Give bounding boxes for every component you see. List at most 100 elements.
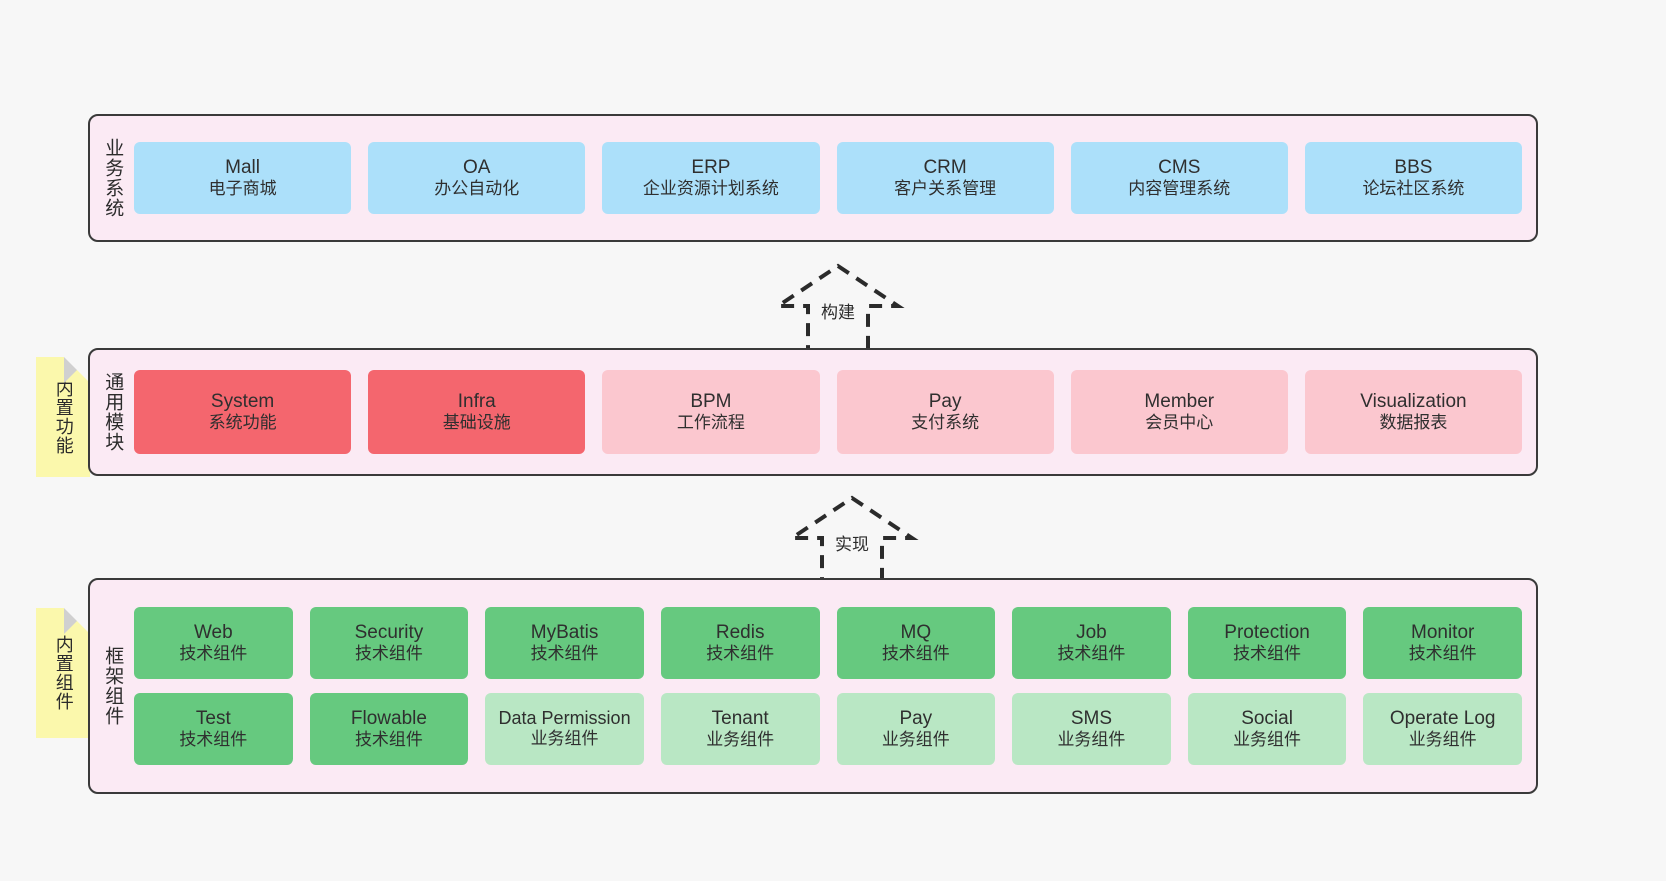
layer-title-common-module: 通用模块 [102, 372, 124, 452]
card-mall[interactable]: Mall 电子商城 [134, 142, 352, 214]
card-tenant[interactable]: Tenant 业务组件 [660, 693, 820, 765]
card-subtitle: 业务组件 [1057, 730, 1126, 750]
card-job[interactable]: Job 技术组件 [1012, 607, 1171, 679]
sticky-note-builtin-component: 内置组件 [36, 608, 90, 738]
layer-framework-component: 框架组件 Web 技术组件 Security 技术组件 MyBatis 技术组件… [88, 578, 1538, 794]
card-subtitle: 系统功能 [208, 413, 277, 433]
card-bbs[interactable]: BBS 论坛社区系统 [1304, 142, 1523, 214]
card-subtitle: 基础设施 [442, 413, 511, 433]
card-title: Flowable [350, 708, 427, 730]
card-monitor[interactable]: Monitor 技术组件 [1363, 607, 1522, 679]
card-title: Redis [715, 622, 765, 644]
card-subtitle: 企业资源计划系统 [642, 179, 779, 199]
card-pay-component[interactable]: Pay 业务组件 [836, 693, 996, 765]
card-oa[interactable]: OA 办公自动化 [368, 142, 586, 214]
card-title: Social [1241, 708, 1293, 730]
card-subtitle: 业务组件 [1233, 730, 1302, 750]
card-row: Mall 电子商城 OA 办公自动化 ERP 企业资源计划系统 CRM 客户关系… [134, 142, 1523, 214]
card-title: Infra [457, 391, 496, 413]
card-title: Data Permission [498, 708, 631, 729]
card-mybatis[interactable]: MyBatis 技术组件 [485, 607, 644, 679]
card-row: System 系统功能 Infra 基础设施 BPM 工作流程 Pay 支付系统… [134, 370, 1523, 454]
card-title: Protection [1224, 622, 1310, 644]
card-redis[interactable]: Redis 技术组件 [660, 607, 820, 679]
card-subtitle: 技术组件 [354, 644, 423, 664]
card-title: Tenant [711, 708, 769, 730]
card-visualization[interactable]: Visualization 数据报表 [1304, 370, 1523, 454]
card-row: Web 技术组件 Security 技术组件 MyBatis 技术组件 Redi… [134, 607, 1522, 679]
connector-implement: 实现 [762, 490, 942, 590]
card-mq[interactable]: MQ 技术组件 [836, 607, 996, 679]
card-subtitle: 业务组件 [530, 728, 599, 748]
card-title: MyBatis [530, 622, 599, 644]
card-subtitle: 技术组件 [354, 730, 423, 750]
card-subtitle: 业务组件 [881, 730, 950, 750]
layer-title-business-system: 业务系统 [102, 138, 124, 218]
sticky-note-label: 内置功能 [53, 379, 74, 455]
card-title: Job [1076, 622, 1107, 644]
card-title: Pay [928, 391, 962, 413]
card-subtitle: 内容管理系统 [1128, 179, 1231, 199]
card-bpm[interactable]: BPM 工作流程 [602, 370, 820, 454]
card-protection[interactable]: Protection 技术组件 [1187, 607, 1347, 679]
card-test[interactable]: Test 技术组件 [134, 693, 293, 765]
layer-body-framework-component: Web 技术组件 Security 技术组件 MyBatis 技术组件 Redi… [134, 580, 1536, 792]
connector-implement-label: 实现 [835, 535, 869, 554]
card-title: BBS [1394, 157, 1433, 179]
card-member[interactable]: Member 会员中心 [1070, 370, 1288, 454]
card-title: Pay [899, 708, 933, 730]
layer-title-framework-component: 框架组件 [102, 646, 124, 726]
sticky-note-builtin-function: 内置功能 [36, 357, 90, 477]
card-title: Mall [225, 157, 260, 179]
card-cms[interactable]: CMS 内容管理系统 [1070, 142, 1288, 214]
card-subtitle: 技术组件 [530, 644, 599, 664]
card-subtitle: 会员中心 [1145, 413, 1214, 433]
card-title: Visualization [1360, 391, 1467, 413]
card-row: Test 技术组件 Flowable 技术组件 Data Permission … [134, 693, 1522, 765]
card-title: CRM [923, 157, 967, 179]
card-social[interactable]: Social 业务组件 [1187, 693, 1347, 765]
connector-build-label: 构建 [821, 303, 855, 322]
card-title: Web [193, 622, 233, 644]
card-operate-log[interactable]: Operate Log 业务组件 [1363, 693, 1522, 765]
card-subtitle: 业务组件 [1408, 730, 1477, 750]
card-flowable[interactable]: Flowable 技术组件 [309, 693, 469, 765]
card-title: Monitor [1411, 622, 1475, 644]
card-sms[interactable]: SMS 业务组件 [1012, 693, 1171, 765]
card-subtitle: 支付系统 [911, 413, 980, 433]
card-erp[interactable]: ERP 企业资源计划系统 [602, 142, 820, 214]
card-subtitle: 数据报表 [1379, 413, 1448, 433]
card-title: Security [354, 622, 424, 644]
card-subtitle: 工作流程 [676, 413, 745, 433]
card-subtitle: 客户关系管理 [894, 179, 997, 199]
card-title: Test [195, 708, 231, 730]
card-system[interactable]: System 系统功能 [134, 370, 352, 454]
card-crm[interactable]: CRM 客户关系管理 [836, 142, 1054, 214]
card-subtitle: 电子商城 [208, 179, 277, 199]
layer-common-module: 通用模块 System 系统功能 Infra 基础设施 BPM 工作流程 Pay… [88, 348, 1538, 476]
connector-build: 构建 [748, 258, 928, 358]
card-subtitle: 技术组件 [179, 644, 248, 664]
card-data-permission[interactable]: Data Permission 业务组件 [485, 693, 644, 765]
layer-business-system: 业务系统 Mall 电子商城 OA 办公自动化 ERP 企业资源计划系统 CRM… [88, 114, 1538, 242]
card-subtitle: 技术组件 [1233, 644, 1302, 664]
layer-body-common-module: System 系统功能 Infra 基础设施 BPM 工作流程 Pay 支付系统… [134, 350, 1536, 474]
sticky-note-label: 内置组件 [53, 635, 74, 711]
card-title: OA [463, 157, 491, 179]
card-title: BPM [690, 391, 732, 413]
card-subtitle: 技术组件 [1057, 644, 1126, 664]
card-subtitle: 论坛社区系统 [1362, 179, 1465, 199]
card-subtitle: 业务组件 [706, 730, 775, 750]
card-pay[interactable]: Pay 支付系统 [836, 370, 1054, 454]
card-subtitle: 办公自动化 [434, 179, 520, 199]
card-title: Member [1144, 391, 1215, 413]
card-subtitle: 技术组件 [1408, 644, 1477, 664]
card-title: System [210, 391, 275, 413]
card-title: ERP [691, 157, 731, 179]
card-security[interactable]: Security 技术组件 [309, 607, 469, 679]
card-web[interactable]: Web 技术组件 [134, 607, 293, 679]
card-title: MQ [900, 622, 932, 644]
card-infra[interactable]: Infra 基础设施 [368, 370, 586, 454]
card-title: CMS [1158, 157, 1201, 179]
